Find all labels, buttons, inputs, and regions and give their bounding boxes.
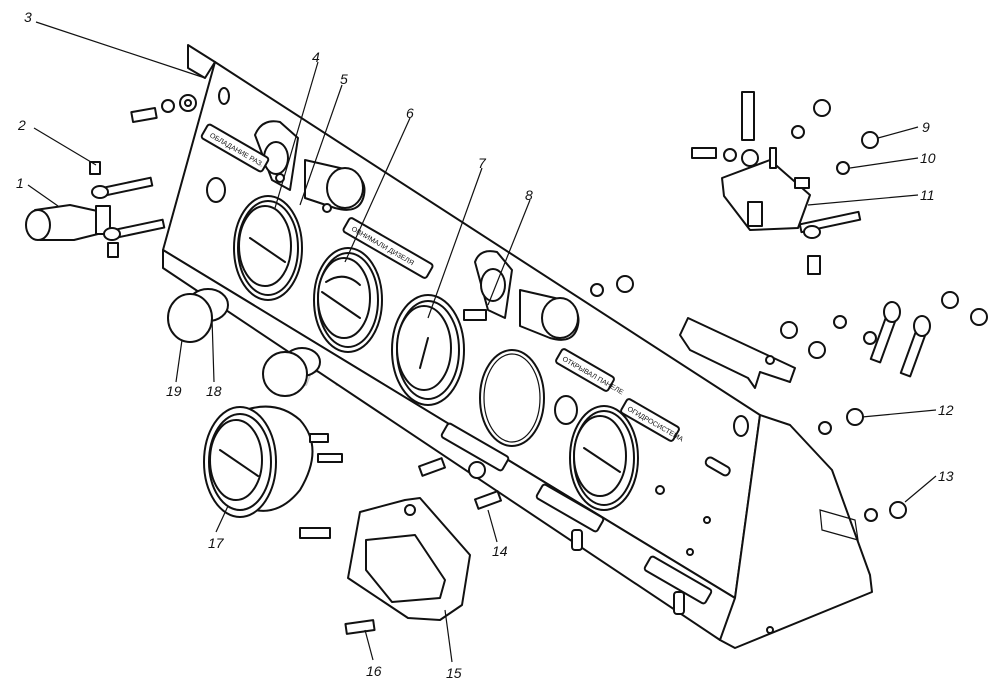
knob-mid (262, 347, 321, 397)
screw-14 (474, 490, 502, 510)
callout-11: 11 (920, 187, 935, 203)
part-17-gauge (203, 405, 343, 539)
part-15-relay (347, 497, 471, 621)
gauge-4 (233, 195, 303, 301)
callout-6: 6 (406, 105, 414, 121)
callout-19: 19 (166, 383, 182, 399)
callout-18: 18 (206, 383, 222, 399)
gauge-7 (391, 294, 465, 406)
label-plate-6 (535, 483, 605, 533)
part-18-19-knob (167, 288, 229, 343)
callout-3: 3 (24, 9, 32, 25)
callout-15: 15 (446, 665, 462, 681)
gauge-mount-ring (479, 349, 545, 447)
plug-on-panel (554, 395, 578, 425)
callout-1: 1 (16, 175, 24, 191)
callout-17: 17 (208, 535, 225, 551)
screw-16 (344, 619, 376, 635)
callout-5: 5 (340, 71, 348, 87)
bolts-right (863, 301, 931, 378)
part-1-lamp (25, 204, 111, 241)
gauge-right (569, 405, 639, 511)
leader-lines (27, 21, 937, 663)
part-11-switch (691, 91, 862, 275)
callout-14: 14 (492, 543, 508, 559)
callout-2: 2 (17, 117, 26, 133)
label-plate-5 (440, 422, 510, 472)
callouts: 3 2 1 4 5 6 7 8 9 10 11 12 13 14 15 16 1… (16, 9, 954, 681)
callout-9: 9 (922, 119, 930, 135)
gauge-6 (313, 247, 383, 353)
callout-13: 13 (938, 468, 954, 484)
callout-8: 8 (525, 187, 533, 203)
part-2-terminals (89, 161, 166, 258)
screw-8 (463, 309, 487, 321)
callout-7: 7 (478, 155, 487, 171)
toggle-switch-1 (468, 461, 685, 615)
callout-10: 10 (920, 150, 936, 166)
callout-12: 12 (938, 402, 954, 418)
callout-4: 4 (312, 49, 320, 65)
screw-a (418, 457, 446, 477)
mounting-bracket (679, 317, 796, 389)
screw-and-washers-top (130, 94, 197, 124)
label-plate-7 (643, 555, 713, 605)
nuts-and-washers-right (590, 99, 988, 522)
callout-16: 16 (366, 663, 382, 679)
warning-lamp-upper (254, 120, 366, 213)
